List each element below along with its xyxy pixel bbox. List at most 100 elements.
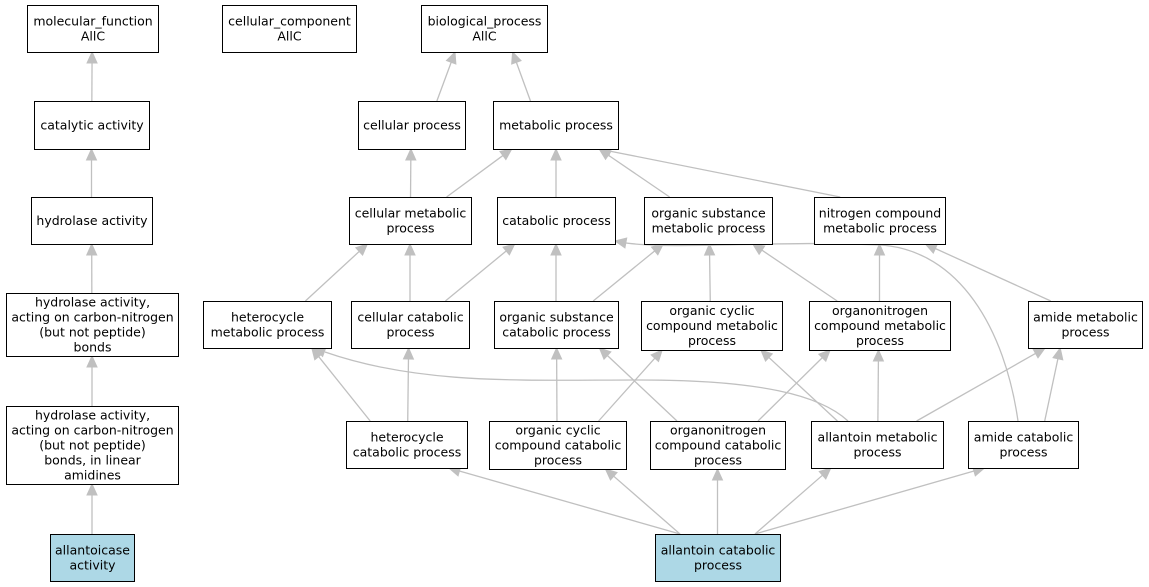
edge-line <box>760 249 838 302</box>
edge-line <box>324 351 849 422</box>
node-box <box>351 301 470 349</box>
edge-organic-substance-catabolic-to-organic-substance-metabolic <box>592 243 665 302</box>
edge-line <box>444 249 508 302</box>
node-catalytic-activity[interactable]: catalytic activity <box>34 101 150 150</box>
arrow-head-icon <box>354 243 369 257</box>
arrow-head-icon <box>85 147 98 161</box>
node-label-line: metabolic process <box>652 221 766 236</box>
arrow-head-icon <box>404 242 416 256</box>
node-label-line: process <box>386 221 434 236</box>
node-catabolic-process[interactable]: catabolic process <box>497 197 616 245</box>
node-label-line: amidines <box>64 468 121 483</box>
edge-cellular-catabolic-to-catabolic-process <box>444 243 516 302</box>
edge-line <box>606 354 678 422</box>
node-box <box>811 421 944 469</box>
node-label-line: process <box>1061 325 1109 340</box>
edge-line <box>1044 357 1059 422</box>
edge-line <box>515 61 532 102</box>
arrow-head-icon <box>711 467 724 481</box>
node-label-line: cellular catabolic <box>357 310 463 325</box>
node-label-line: catabolic process <box>502 325 611 340</box>
edge-organic-cyclic-metabolic-to-organic-substance-metabolic <box>703 242 716 302</box>
node-label-line: acting on carbon-nitrogen <box>11 423 173 438</box>
node-label-line: organic cyclic <box>669 303 754 318</box>
edge-cellular-metabolic-process-to-metabolic-process <box>446 148 513 198</box>
node-label-line: cellular process <box>363 118 461 133</box>
node-box <box>346 421 468 469</box>
edge-allantoicase-activity-to-hydrolase-cn-amidines <box>86 482 98 534</box>
node-label-line: organonitrogen <box>670 423 766 438</box>
node-label-line: process <box>534 453 582 468</box>
arrow-head-icon <box>402 346 415 360</box>
edge-line <box>458 470 681 535</box>
node-box <box>641 301 783 351</box>
edge-nitrogen-compound-metabolic-to-metabolic-process <box>598 145 841 198</box>
edge-line <box>767 356 838 422</box>
edge-line <box>934 247 1052 302</box>
node-box <box>6 293 179 357</box>
node-label-line: process <box>694 453 742 468</box>
node-box <box>349 197 472 245</box>
node-box <box>655 534 781 582</box>
node-label-line: process <box>856 333 904 348</box>
arrow-head-icon <box>1052 346 1064 361</box>
edge-hydrolase-activity-to-catalytic-activity <box>85 147 98 197</box>
arrow-head-icon <box>759 349 774 363</box>
node-label-line: allantoin metabolic <box>818 430 938 445</box>
node-box <box>31 197 153 245</box>
edge-amide-catabolic-to-catabolic-process <box>613 237 1019 422</box>
node-label-line: allantoin catabolic <box>661 543 776 558</box>
arrow-head-icon <box>650 349 663 363</box>
node-label-line: catalytic activity <box>40 118 144 133</box>
node-box <box>644 197 773 245</box>
arrow-head-icon <box>86 50 98 64</box>
edge-line <box>612 475 681 535</box>
arrow-head-icon <box>817 349 832 363</box>
node-label-line: metabolic process <box>499 118 613 133</box>
node-hydrolase-cn[interactable]: hydrolase activity,acting on carbon-nitr… <box>6 293 179 357</box>
arrow-head-icon <box>85 242 98 256</box>
node-hydrolase-cn-amidines[interactable]: hydrolase activity,acting on carbon-nitr… <box>6 406 179 485</box>
node-label-line: biological_process <box>428 14 542 29</box>
node-box <box>493 101 619 150</box>
node-box <box>50 534 135 582</box>
node-metabolic-process[interactable]: metabolic process <box>493 101 619 150</box>
edge-allantoin-metabolic-to-amide-metabolic <box>916 347 1047 422</box>
node-box <box>421 5 548 53</box>
node-label-line: organic cyclic <box>515 423 600 438</box>
arrow-head-icon <box>86 482 98 496</box>
arrow-head-icon <box>924 243 939 255</box>
edge-line <box>317 355 371 422</box>
node-box <box>650 421 786 470</box>
node-box <box>358 101 466 150</box>
node-label-line: organonitrogen <box>832 303 928 318</box>
node-label-line: hydrolase activity <box>36 213 148 228</box>
node-label-line: metabolic process <box>823 221 937 236</box>
edge-amide-metabolic-to-nitrogen-compound-metabolic <box>924 243 1052 302</box>
arrow-head-icon <box>872 348 885 362</box>
edge-allantoin-catabolic-to-amide-catabolic <box>754 465 986 535</box>
edge-line <box>754 474 824 535</box>
node-label-line: hydrolase activity, <box>35 408 150 423</box>
node-cellular-process[interactable]: cellular process <box>358 101 466 150</box>
node-hydrolase-activity[interactable]: hydrolase activity <box>31 197 153 245</box>
